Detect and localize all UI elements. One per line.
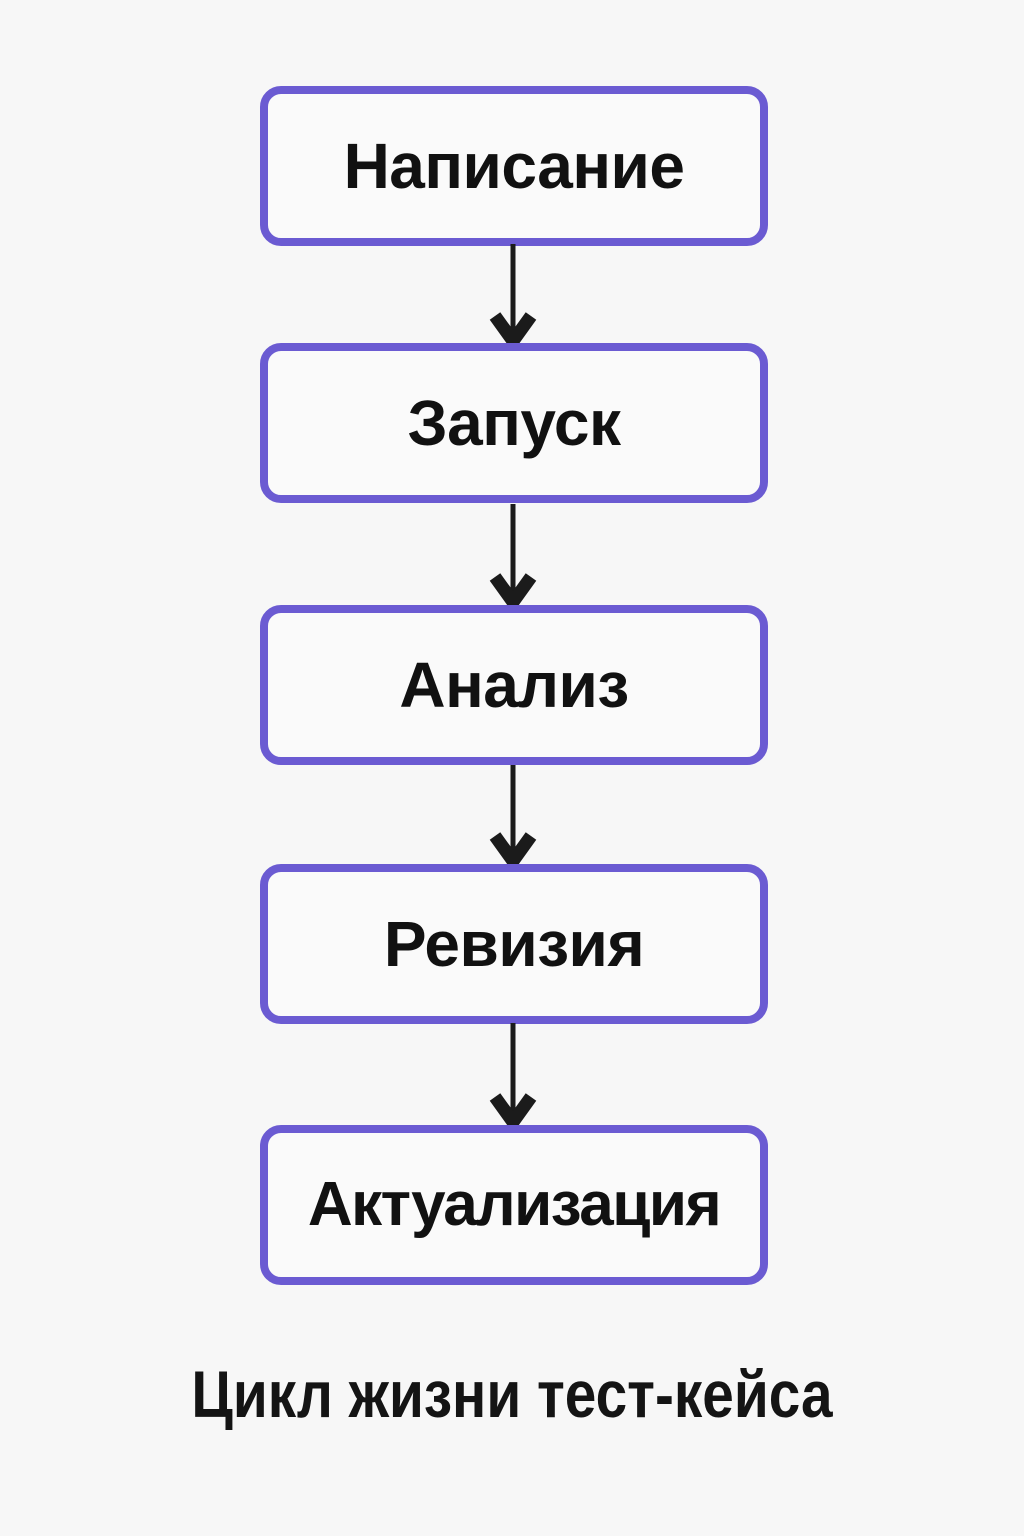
arrow-down-icon — [477, 1023, 549, 1134]
flow-node-analiz[interactable]: Анализ — [260, 605, 768, 765]
flow-node-napisanie[interactable]: Написание — [260, 86, 768, 246]
arrow-down-icon — [477, 504, 549, 614]
flow-node-label: Ревизия — [383, 908, 645, 980]
flow-node-label: Запуск — [407, 387, 621, 459]
flow-node-reviziya[interactable]: Ревизия — [260, 864, 768, 1024]
flow-node-aktualizatsiya[interactable]: Актуализация — [260, 1125, 768, 1285]
flow-node-label: Написание — [343, 130, 685, 202]
flow-node-label: Анализ — [399, 649, 629, 721]
flow-node-label: Актуализация — [307, 1170, 722, 1239]
arrow-down-icon — [477, 765, 549, 873]
arrow-down-icon — [477, 244, 549, 353]
diagram-caption: Цикл жизни тест-кейса — [191, 1357, 833, 1431]
flow-node-zapusk[interactable]: Запуск — [260, 343, 768, 503]
